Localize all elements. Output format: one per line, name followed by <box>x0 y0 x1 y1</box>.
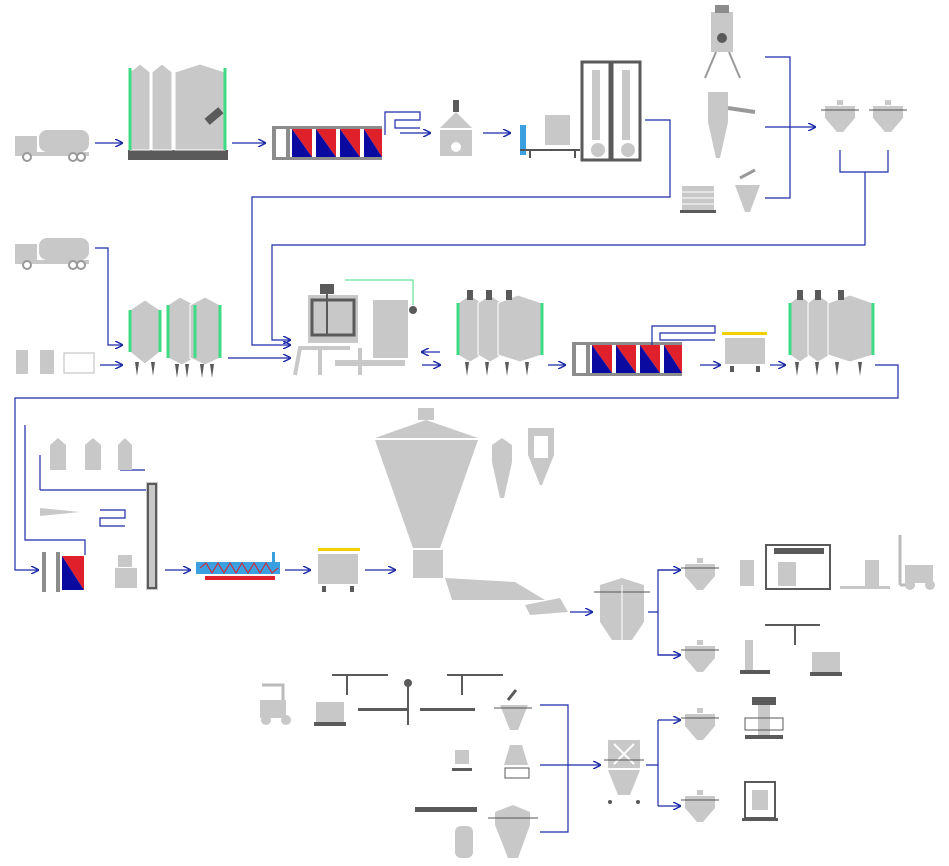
homogenizer-icon <box>318 548 360 592</box>
separator-icon <box>440 100 472 156</box>
cyclone-icon <box>492 428 554 498</box>
storage-tank-icon <box>128 296 222 378</box>
powder-hopper-icon <box>735 168 760 212</box>
tanker-truck-icon <box>14 237 90 270</box>
mixing-tank-icon <box>456 290 544 376</box>
sachet-machine-icon <box>742 781 778 821</box>
powder-hopper-icon <box>820 99 860 133</box>
homogenizer-icon <box>722 332 767 372</box>
pump-icon <box>115 555 137 588</box>
can-filling-line-icon <box>740 544 890 590</box>
plate-heat-exchanger-icon <box>272 126 382 160</box>
powder-hopper-icon <box>868 99 908 133</box>
mill-icon <box>704 5 741 79</box>
bag-pallet-icon <box>16 350 95 374</box>
plate-heat-exchanger-icon <box>572 342 682 376</box>
evaporator-icon <box>24 425 151 555</box>
powder-silo-icon <box>594 578 650 640</box>
storage-silo-icon <box>128 63 228 160</box>
heating-loop <box>384 111 421 135</box>
small-dosing-icon <box>452 745 530 779</box>
deaerator-icon <box>520 115 580 158</box>
tanker-truck-icon <box>14 129 90 162</box>
forklift-icon <box>260 683 291 725</box>
powder-hopper-icon <box>680 557 720 591</box>
powder-mixer-icon <box>604 740 644 804</box>
fluid-bed-icon <box>445 578 568 615</box>
powder-hopper-icon <box>680 789 720 823</box>
forklift-icon <box>898 535 935 590</box>
bag-filling-line-icon <box>740 624 842 676</box>
powder-hopper-icon <box>680 639 720 673</box>
evaporation-column-icon <box>580 60 642 162</box>
direct-steam-heater-icon <box>196 552 280 580</box>
big-bag-station-icon <box>415 805 538 858</box>
spray-dryer-icon <box>375 408 478 578</box>
mixing-tank-icon <box>293 279 417 376</box>
plate-heat-exchanger-icon <box>42 552 84 592</box>
bag-tipping-station-icon <box>708 92 756 158</box>
bag-pallet-icon <box>314 674 503 726</box>
tablet-press-icon <box>744 697 784 739</box>
mixing-tank-icon <box>788 290 875 376</box>
powder-hopper-icon <box>680 707 720 741</box>
bag-pallet-icon <box>680 186 716 213</box>
powder-hopper-icon <box>494 689 532 730</box>
